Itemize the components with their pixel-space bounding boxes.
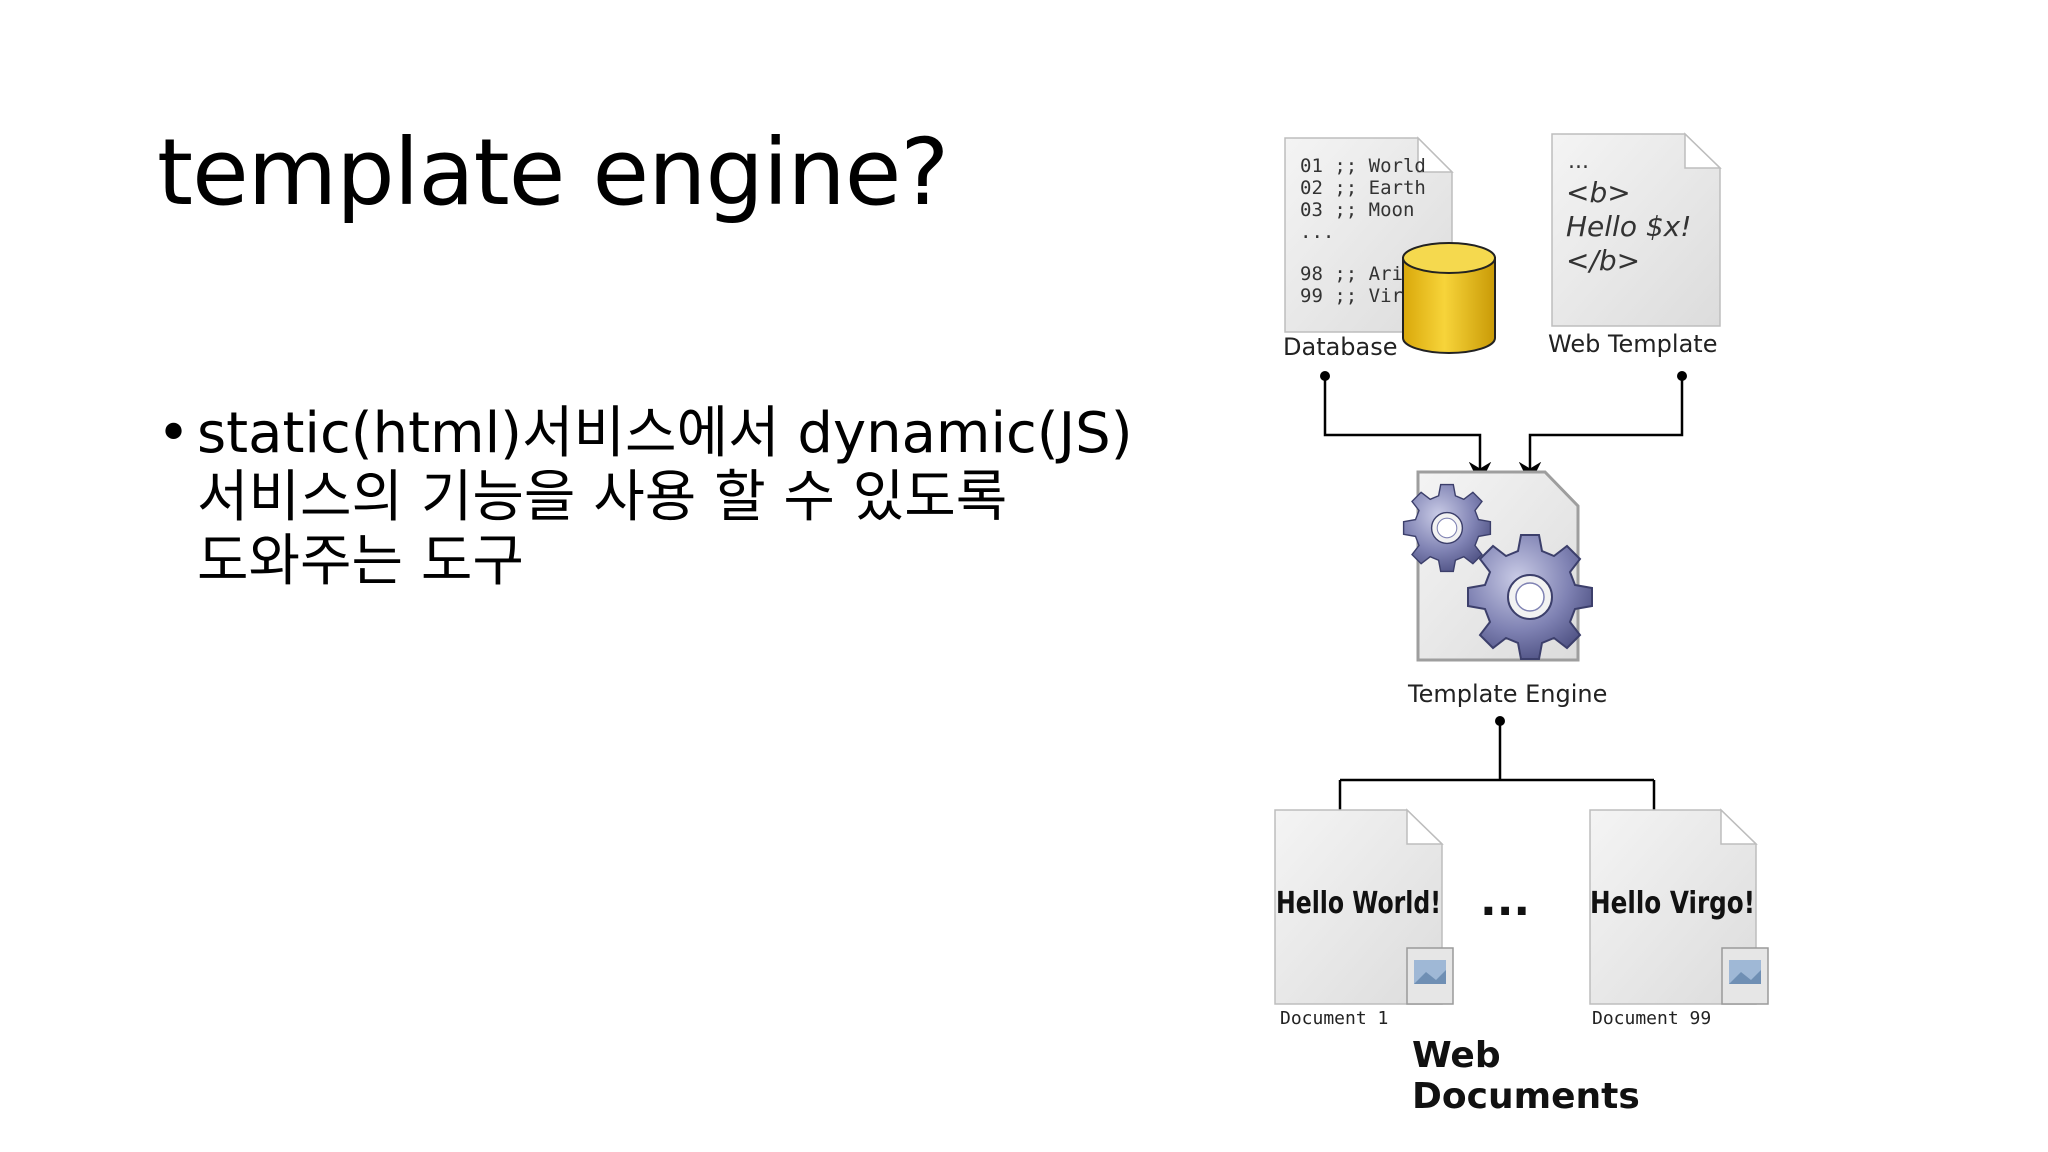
image-thumbnail-icon — [1406, 947, 1454, 1005]
document-content: Hello World! — [1276, 886, 1441, 921]
database-row: 01 ;; World — [1300, 155, 1426, 177]
small-gear-icon — [1402, 483, 1492, 573]
template-engine-node: Template Engine — [1402, 470, 1607, 708]
template-line: <b> — [1566, 176, 1631, 209]
bullet-list: • static(html)서비스에서 dynamic(JS) 서비스의 기능을… — [157, 402, 1197, 594]
bullet-marker: • — [157, 401, 191, 466]
document-1-node: Hello World! Document 1 — [1274, 808, 1454, 1029]
template-line: </b> — [1566, 244, 1640, 277]
bullet-line: 도와주는 도구 — [197, 529, 524, 594]
web-documents-label: Web — [1412, 1035, 1501, 1076]
database-row: 99 ;; Virgo — [1300, 285, 1426, 307]
template-line: Hello $x! — [1566, 210, 1691, 243]
documents-ellipsis: ... — [1480, 875, 1530, 926]
document-label: Document 1 — [1280, 1008, 1388, 1029]
template-line: ... — [1568, 149, 1589, 174]
template-engine-diagram: 01 ;; World 02 ;; Earth 03 ;; Moon ... 9… — [1274, 132, 1769, 1117]
database-row: ... — [1300, 221, 1334, 243]
document-content: Hello Virgo! — [1590, 886, 1755, 921]
database-row: 98 ;; Aries — [1300, 263, 1426, 285]
large-gear-icon — [1467, 534, 1593, 660]
database-label: Database — [1283, 333, 1398, 361]
template-engine-label: Template Engine — [1407, 680, 1607, 708]
database-row: 03 ;; Moon — [1300, 199, 1414, 221]
web-documents-label: Documents — [1412, 1076, 1640, 1117]
database-node: 01 ;; World 02 ;; Earth 03 ;; Moon ... 9… — [1283, 136, 1496, 361]
bullet-item: • static(html)서비스에서 dynamic(JS) 서비스의 기능을… — [157, 402, 1197, 594]
web-template-label: Web Template — [1548, 330, 1717, 358]
database-row: 02 ;; Earth — [1300, 177, 1426, 199]
image-thumbnail-icon — [1721, 947, 1769, 1005]
bullet-line: static(html)서비스에서 dynamic(JS) — [197, 401, 1133, 466]
document-99-node: Hello Virgo! Document 99 — [1589, 808, 1769, 1029]
document-label: Document 99 — [1592, 1008, 1711, 1029]
input-connectors — [1320, 371, 1687, 485]
database-cylinder-icon — [1402, 242, 1496, 354]
web-template-node: ... <b> Hello $x! </b> Web Template — [1548, 132, 1722, 358]
bullet-line: 서비스의 기능을 사용 할 수 있도록 — [197, 465, 1008, 530]
slide-title: template engine? — [157, 119, 949, 226]
